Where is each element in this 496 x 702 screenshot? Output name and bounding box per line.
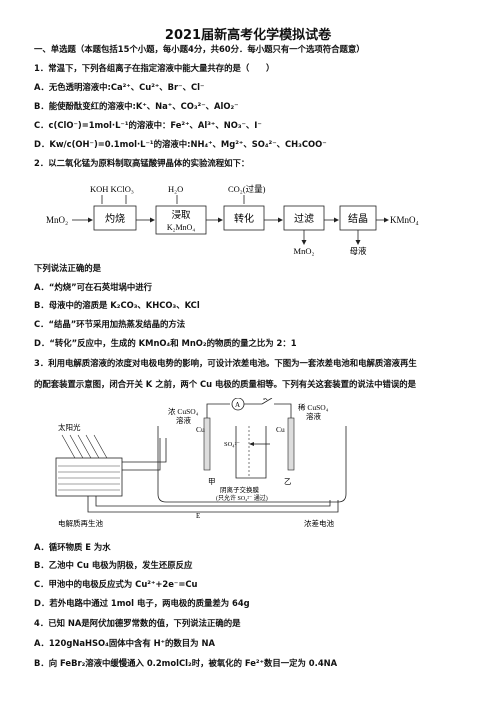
conc-cuso4-label-2: 溶液 [176, 415, 191, 425]
cu-right-label: Cu [276, 425, 285, 434]
cu-electrode-right [287, 417, 295, 471]
flow-box-burn-label: 灼烧 [105, 212, 125, 225]
flow-box-burn [93, 205, 137, 231]
flow-box-filter-label: 过滤 [294, 212, 314, 225]
pipe-upper [122, 438, 167, 463]
q4-stem: 4．已知 NA是阿伏加德罗常数的值，下列说法正确的是 [34, 618, 241, 628]
dil-cuso4-label-2: 溶液 [306, 411, 321, 421]
membrane-label: 阴离子交换膜 [220, 485, 260, 494]
flow-box-leach-product: K₂MnO₄ [167, 223, 195, 232]
q1-option-d: D．Kw/c(OH⁻)=0.1mol·L⁻¹的溶液中:NH₄⁺、Mg²⁺、SO₄… [34, 139, 327, 149]
flow-output-product: KMnO₄ [390, 215, 419, 225]
cu-electrode-left [203, 417, 211, 471]
conc-cuso4-label: 浓 CuSO₄ [168, 407, 199, 416]
flow-input-2: H₂O [168, 184, 183, 194]
q2-option-b: B．母液中的溶质是 K₂CO₃、KHCO₃、KCl [34, 300, 200, 310]
svg-text:E: E [196, 512, 200, 520]
regeneration-tank [55, 457, 123, 497]
flow-start: MnO₂ [46, 215, 68, 225]
section-heading: 一、单选题（本题包括15个小题，每小题4分，共60分．每小题只有一个选项符合题意… [34, 44, 365, 54]
sunlight-label: 太阳光 [58, 422, 81, 432]
flow-box-leach-label: 浸取 [171, 210, 191, 221]
q3-option-c: C．甲池中的电极反应式为 Cu²⁺+2e⁻=Cu [34, 579, 198, 589]
flow-box-convert [223, 205, 265, 231]
pipe-lower [87, 496, 339, 513]
q1-option-b: B．能使酚酞变红的溶液中:K⁺、Na⁺、CO₃²⁻、AlO₂⁻ [34, 101, 239, 111]
flow-box-filter [283, 205, 325, 231]
sunlight-rays [61, 434, 109, 461]
q4-option-b: B．向 FeBr₂溶液中缓慢通入 0.2molCl₂时，被氧化的 Fe²⁺数目一… [34, 658, 338, 668]
flow-box-crystallize-label: 结晶 [348, 212, 368, 225]
flow-input-3: CO₂(过量) [228, 184, 266, 194]
q3-option-b: B．乙池中 Cu 电极为阴极，发生还原反应 [34, 560, 193, 570]
u-tube [157, 426, 347, 503]
q3-option-a: A．循环物质 E 为水 [34, 542, 111, 552]
concentration-cell-label: 浓差电池 [304, 518, 334, 528]
q3-stem-line1: 3．利用电解质溶液的浓度对电极电势的影响，可设计浓差电池。下图为一套浓差电池和电… [34, 358, 417, 368]
dil-cuso4-label: 稀 CuSO₄ [298, 402, 329, 412]
q4-option-a: A．120gNaHSO₄固体中含有 H⁺的数目为 NA [34, 638, 215, 648]
flow-output-filter: MnO₂ [294, 246, 315, 256]
cell-yi-label: 乙 [284, 477, 292, 486]
sulfate-ion-label: SO₄²⁻ [224, 441, 240, 448]
q2-option-c: C．“结晶”环节采用加热蒸发结晶的方法 [34, 319, 186, 329]
q2-option-d: D．“转化”反应中，生成的 KMnO₄和 MnO₂的物质的量之比为 2：1 [34, 338, 297, 348]
cell-jia-label: 甲 [208, 477, 216, 486]
cu-left-label: Cu [196, 425, 205, 434]
flow-box-leach [155, 205, 207, 235]
q1-option-c: C．c(ClO⁻)=1mol·L⁻¹的溶液中：Fe²⁺、Al³⁺、NO₃⁻、I⁻ [34, 120, 262, 130]
flow-box-crystallize [339, 205, 377, 231]
regeneration-tank-label: 电解质再生池 [58, 518, 103, 528]
switch-label: K [263, 398, 268, 402]
ammeter-label: A [235, 401, 240, 409]
q3-option-d: D．若外电路中通过 1mol 电子，两电极的质量差为 64g [34, 598, 250, 608]
membrane-note: (只允许 SO₄²⁻ 通过) [216, 494, 268, 502]
q3-stem-line2: 的配套装置示意图，闭合开关 K 之前，两个 Cu 电极的质量相等。下列有关这套装… [34, 379, 417, 389]
flow-box-convert-label: 转化 [234, 212, 254, 225]
q1-stem: 1．常温下，下列各组离子在指定溶液中能大量共存的是（ ） [34, 63, 275, 73]
flow-diagram: MnO₂ KOH KClO₃ 灼烧 H₂O 浸取 K₂MnO₄ CO₂(过量) … [46, 184, 419, 256]
cell-diagram: 太阳光 E 浓 CuSO₄ 溶液 稀 CuSO₄ 溶液 Cu Cu A [55, 398, 347, 528]
q2-prompt: 下列说法正确的是 [34, 263, 101, 273]
q1-option-a: A．无色透明溶液中:Ca²⁺、Cu²⁺、Br⁻、Cl⁻ [34, 82, 205, 92]
q2-option-a: A．“灼烧”可在石英坩埚中进行 [34, 282, 152, 292]
switch-icon [261, 398, 273, 405]
flow-input-1: KOH KClO₃ [90, 184, 134, 194]
page-title: 2021届新高考化学模拟试卷 [164, 28, 332, 43]
q2-stem: 2．以二氧化锰为原料制取高锰酸钾晶体的实验流程如下： [34, 158, 250, 168]
flow-output-mother-liquor: 母液 [349, 246, 367, 256]
